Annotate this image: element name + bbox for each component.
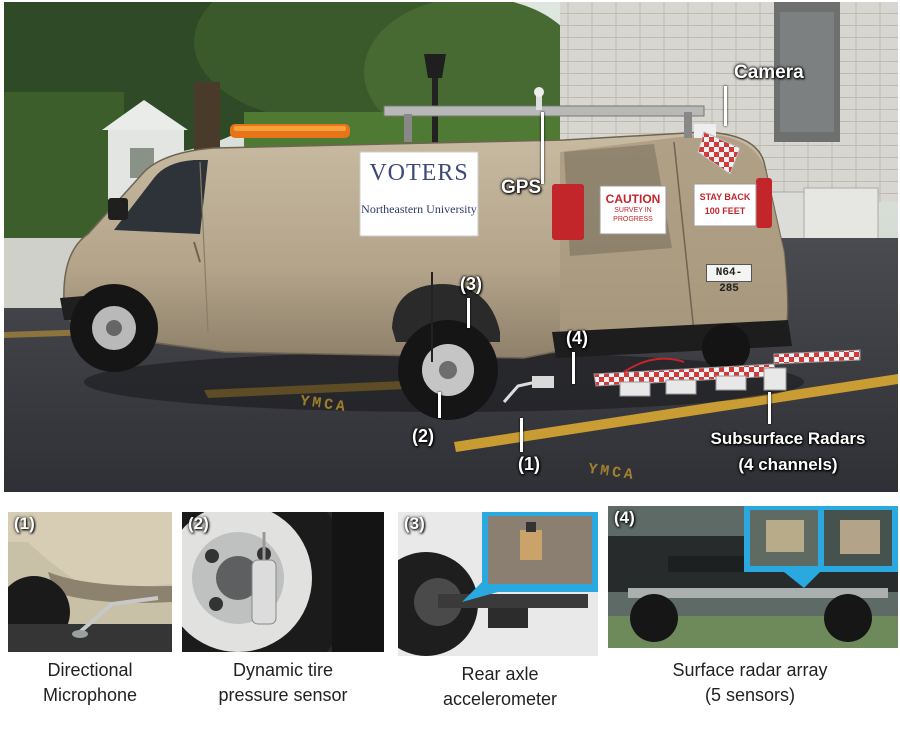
detail-photo-tire-sensor: (2) xyxy=(182,512,384,652)
caption-tire-sensor-line1: Dynamic tire xyxy=(232,660,334,680)
subsurface-callout-line2: (4 channels) xyxy=(738,455,838,474)
panel-3-number: (3) xyxy=(404,514,425,533)
caption-accelerometer-line2: accelerometer xyxy=(442,689,558,709)
caption-tire-sensor: Dynamic tire pressure sensor xyxy=(176,658,390,708)
license-plate: N64-285 xyxy=(706,264,752,295)
callout-3: (3) xyxy=(460,274,482,294)
caption-radar-array-line2: (5 sensors) xyxy=(704,685,796,705)
callout-1: (1) xyxy=(518,454,540,474)
voters-sign-title: VOTERS xyxy=(369,160,469,186)
caption-tire-sensor-line2: pressure sensor xyxy=(218,685,348,705)
caution-sign-line1: SURVEY IN xyxy=(614,207,652,214)
caption-accelerometer: Rear axle accelerometer xyxy=(400,662,600,712)
caption-microphone-line2: Microphone xyxy=(42,685,138,705)
caption-radar-array: Surface radar array (5 sensors) xyxy=(620,658,880,708)
camera-callout: Camera xyxy=(734,62,804,83)
subsurface-radars-callout: Subsurface Radars (4 channels) xyxy=(690,426,886,478)
panel-2-number: (2) xyxy=(188,514,209,533)
callout-4-pointer-line xyxy=(572,352,575,384)
detail-photo-microphone: (1) xyxy=(8,512,172,652)
panel-4-number: (4) xyxy=(614,508,635,527)
detail-photo-radar-array: (4) xyxy=(608,506,898,648)
subsurface-pointer-line xyxy=(768,392,771,424)
tire-sensor-photo xyxy=(182,512,384,652)
subsurface-callout-line1: Subsurface Radars xyxy=(710,429,866,448)
stay-back-sign-line2: 100 FEET xyxy=(704,206,746,216)
callout-2: (2) xyxy=(412,426,434,446)
camera-pointer-line xyxy=(724,86,727,126)
microphone-photo xyxy=(8,512,172,652)
detail-photo-accelerometer: (3) xyxy=(398,512,598,656)
callout-1-pointer-line xyxy=(520,418,523,452)
gps-callout: GPS xyxy=(501,177,542,198)
van-scene-illustration xyxy=(4,2,898,492)
caption-microphone-line1: Directional xyxy=(47,660,133,680)
caption-microphone: Directional Microphone xyxy=(0,658,180,708)
caption-accelerometer-line1: Rear axle xyxy=(461,664,539,684)
radar-array-photo xyxy=(608,506,898,648)
caution-sign-line2: PROGRESS xyxy=(613,216,653,223)
panel-1-number: (1) xyxy=(14,514,35,533)
gps-pointer-line xyxy=(541,112,544,184)
voters-sign-university: Northeastern University xyxy=(361,202,477,216)
accelerometer-photo xyxy=(398,512,598,656)
callout-4: (4) xyxy=(566,328,588,348)
callout-3-pointer-line xyxy=(467,298,470,328)
caption-radar-array-line1: Surface radar array xyxy=(672,660,828,680)
main-photo: VOTERS Northeastern University CAUTION S… xyxy=(4,2,898,492)
stay-back-sign-line1: STAY BACK xyxy=(699,192,751,202)
callout-2-pointer-line xyxy=(438,392,441,418)
caution-sign-title: CAUTION xyxy=(605,192,661,206)
